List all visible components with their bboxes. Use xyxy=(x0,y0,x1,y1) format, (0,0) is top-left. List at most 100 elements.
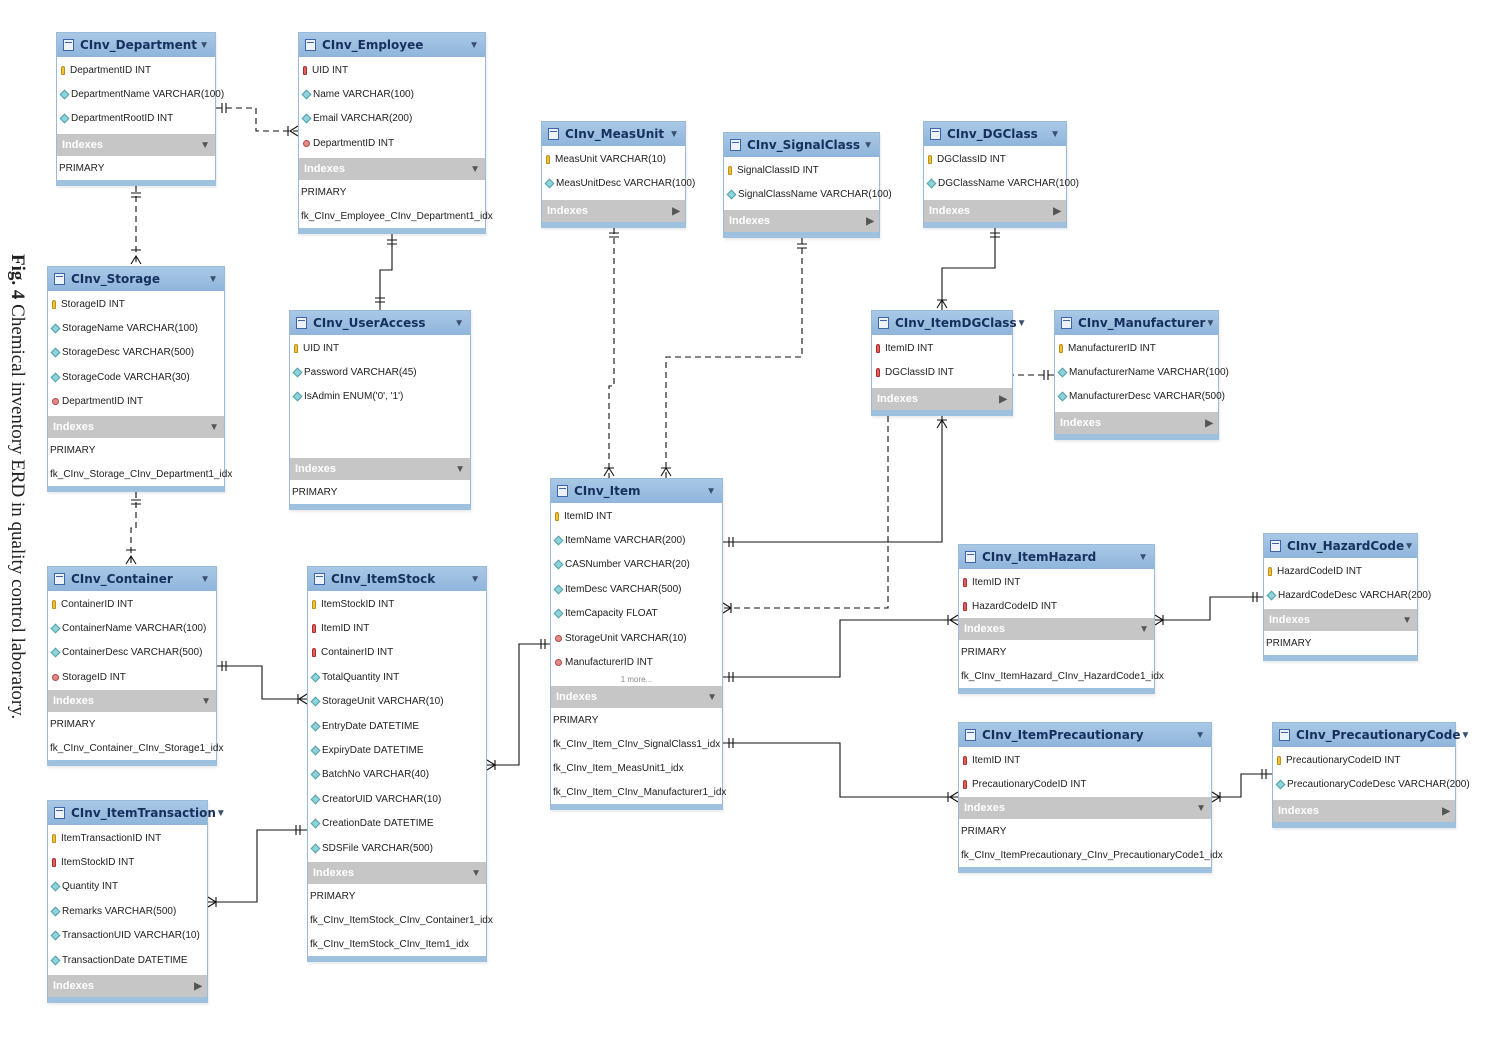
table-header[interactable]: CInv_Container▼ xyxy=(48,567,216,591)
column-row[interactable]: CreatorUID VARCHAR(10) xyxy=(308,787,486,811)
column-row[interactable]: StorageName VARCHAR(100) xyxy=(48,316,224,340)
table-header[interactable]: CInv_ItemTransaction▼ xyxy=(48,801,226,825)
index-row[interactable]: fk_CInv_Item_CInv_Manufacturer1_idx xyxy=(553,786,727,798)
collapse-arrow-icon[interactable]: ▼ xyxy=(208,273,218,285)
column-row[interactable]: BatchNo VARCHAR(40) xyxy=(308,763,486,787)
table-header[interactable]: CInv_DGClass▼ xyxy=(924,122,1066,146)
index-row[interactable]: PRIMARY xyxy=(310,890,356,902)
expand-arrow-icon[interactable]: ▶ xyxy=(1442,805,1450,817)
index-row[interactable]: fk_CInv_Employee_CInv_Department1_idx xyxy=(301,210,493,222)
collapse-arrow-icon[interactable]: ▼ xyxy=(454,317,464,329)
column-row[interactable]: Remarks VARCHAR(500) xyxy=(48,899,207,923)
table-header[interactable]: CInv_Employee▼ xyxy=(299,33,485,57)
column-row[interactable]: DGClassName VARCHAR(100) xyxy=(924,171,1079,195)
column-row[interactable]: MeasUnitDesc VARCHAR(100) xyxy=(542,171,695,195)
expand-arrow-icon[interactable]: ▶ xyxy=(194,980,202,992)
table-cinv-measunit[interactable]: CInv_MeasUnit▼MeasUnit VARCHAR(10)MeasUn… xyxy=(541,121,695,228)
column-row[interactable]: ContainerDesc VARCHAR(500) xyxy=(48,641,216,665)
index-row[interactable]: fk_CInv_Storage_CInv_Department1_idx xyxy=(50,468,233,480)
collapse-arrow-icon[interactable]: ▼ xyxy=(199,39,209,51)
column-row[interactable]: DepartmentID INT xyxy=(48,390,224,414)
table-header[interactable]: CInv_UserAccess▼ xyxy=(290,311,470,335)
expand-arrow-icon[interactable]: ▶ xyxy=(672,205,680,217)
expand-arrow-icon[interactable]: ▶ xyxy=(1053,205,1061,217)
column-row[interactable]: DepartmentID INT xyxy=(299,131,485,155)
column-row[interactable]: PrecautionaryCodeID INT xyxy=(1273,748,1455,772)
table-header[interactable]: CInv_HazardCode▼ xyxy=(1264,534,1417,558)
indexes-header[interactable]: Indexes▶ xyxy=(724,210,879,232)
column-row[interactable]: ManufacturerName VARCHAR(100) xyxy=(1055,360,1229,384)
column-row[interactable]: PrecautionaryCodeDesc VARCHAR(200) xyxy=(1273,772,1470,796)
index-row[interactable]: fk_CInv_ItemHazard_CInv_HazardCode1_idx xyxy=(961,670,1164,682)
column-row[interactable]: StorageUnit VARCHAR(10) xyxy=(551,626,722,650)
column-row[interactable]: Password VARCHAR(45) xyxy=(290,360,470,384)
column-row[interactable]: StorageCode VARCHAR(30) xyxy=(48,365,224,389)
collapse-arrow-icon[interactable]: ▼ xyxy=(1196,802,1206,814)
indexes-header[interactable]: Indexes▼ xyxy=(299,158,485,180)
collapse-arrow-icon[interactable]: ▼ xyxy=(1050,128,1060,140)
column-row[interactable]: ItemID INT xyxy=(308,616,486,640)
expand-arrow-icon[interactable]: ▶ xyxy=(866,215,874,227)
indexes-header[interactable]: Indexes▶ xyxy=(1055,412,1218,434)
collapse-arrow-icon[interactable]: ▼ xyxy=(1205,317,1216,329)
column-row[interactable]: ContainerID INT xyxy=(308,641,486,665)
indexes-header[interactable]: Indexes▼ xyxy=(959,618,1154,640)
indexes-header[interactable]: Indexes▶ xyxy=(1273,800,1455,822)
column-row[interactable]: UID INT xyxy=(299,58,485,82)
column-row[interactable]: ItemCapacity FLOAT xyxy=(551,602,722,626)
indexes-header[interactable]: Indexes▼ xyxy=(308,862,486,884)
column-row[interactable]: DGClassID INT xyxy=(924,147,1066,171)
column-row[interactable]: SignalClassID INT xyxy=(724,158,879,182)
column-row[interactable]: StorageID INT xyxy=(48,292,224,316)
index-row[interactable]: PRIMARY xyxy=(301,186,347,198)
index-row[interactable]: fk_CInv_ItemStock_CInv_Item1_idx xyxy=(310,938,469,950)
column-row[interactable]: EntryDate DATETIME xyxy=(308,714,486,738)
indexes-header[interactable]: Indexes▼ xyxy=(48,690,216,712)
column-row[interactable]: TransactionUID VARCHAR(10) xyxy=(48,924,207,948)
table-cinv-precautionarycode[interactable]: CInv_PrecautionaryCode▼PrecautionaryCode… xyxy=(1272,722,1470,828)
indexes-header[interactable]: Indexes▼ xyxy=(959,797,1211,819)
column-row[interactable]: HazardCodeID INT xyxy=(959,594,1154,618)
indexes-header[interactable]: Indexes▼ xyxy=(551,686,722,708)
indexes-header[interactable]: Indexes▼ xyxy=(57,134,215,156)
index-row[interactable]: PRIMARY xyxy=(292,486,338,498)
index-row[interactable]: PRIMARY xyxy=(1266,637,1312,649)
column-row[interactable]: HazardCodeDesc VARCHAR(200) xyxy=(1264,583,1431,607)
column-row[interactable]: Email VARCHAR(200) xyxy=(299,107,485,131)
column-row[interactable]: MeasUnit VARCHAR(10) xyxy=(542,147,685,171)
collapse-arrow-icon[interactable]: ▼ xyxy=(470,573,480,585)
column-row[interactable]: TransactionDate DATETIME xyxy=(48,948,207,972)
collapse-arrow-icon[interactable]: ▼ xyxy=(471,867,481,879)
indexes-header[interactable]: Indexes▼ xyxy=(290,458,470,480)
column-row[interactable]: ManufacturerID INT xyxy=(551,650,722,674)
collapse-arrow-icon[interactable]: ▼ xyxy=(200,139,210,151)
column-row[interactable]: StorageID INT xyxy=(48,665,216,689)
index-row[interactable]: fk_CInv_ItemStock_CInv_Container1_idx xyxy=(310,914,493,926)
collapse-arrow-icon[interactable]: ▼ xyxy=(706,485,716,497)
table-header[interactable]: CInv_ItemHazard▼ xyxy=(959,545,1154,569)
column-row[interactable]: ContainerID INT xyxy=(48,592,216,616)
index-row[interactable]: PRIMARY xyxy=(50,444,96,456)
table-header[interactable]: CInv_ItemPrecautionary▼ xyxy=(959,723,1211,747)
collapse-arrow-icon[interactable]: ▼ xyxy=(1016,317,1027,329)
collapse-arrow-icon[interactable]: ▼ xyxy=(707,691,717,703)
indexes-header[interactable]: Indexes▶ xyxy=(48,975,207,997)
index-row[interactable]: fk_CInv_Item_MeasUnit1_idx xyxy=(553,762,684,774)
column-row[interactable]: ItemID INT xyxy=(959,748,1211,772)
table-header[interactable]: CInv_Department▼ xyxy=(57,33,215,57)
column-row[interactable]: Name VARCHAR(100) xyxy=(299,82,485,106)
table-header[interactable]: CInv_PrecautionaryCode▼ xyxy=(1273,723,1470,747)
table-header[interactable]: CInv_Manufacturer▼ xyxy=(1055,311,1218,335)
